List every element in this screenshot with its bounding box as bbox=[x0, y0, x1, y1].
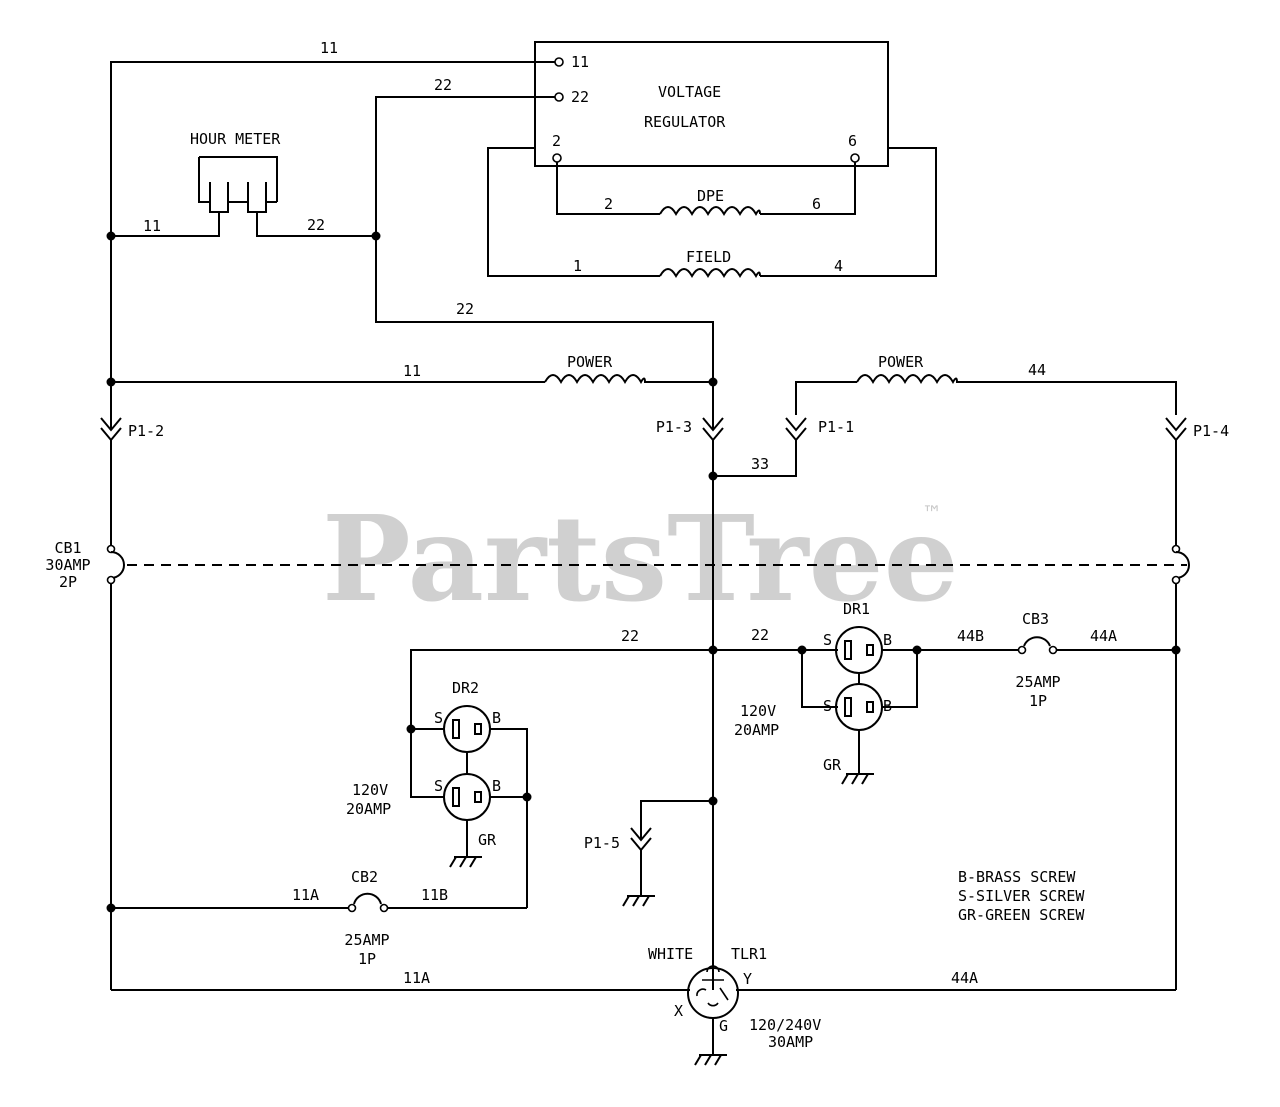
cb3-name: CB3 bbox=[1022, 610, 1049, 628]
field-wire-4-label: 4 bbox=[834, 257, 843, 275]
field-wire-1-label: 1 bbox=[573, 257, 582, 275]
dr1-b-top: B bbox=[883, 631, 892, 649]
dr1-gr: GR bbox=[823, 756, 842, 774]
legend-green: GR-GREEN SCREW bbox=[958, 906, 1085, 924]
connector-p1-1-label: P1-1 bbox=[818, 418, 854, 436]
dr2-name: DR2 bbox=[452, 679, 479, 697]
wire-11b-label: 11B bbox=[421, 886, 448, 904]
legend-brass: B-BRASS SCREW bbox=[958, 868, 1076, 886]
dr2-amp: 20AMP bbox=[346, 800, 391, 818]
wire-11a-bottom-label: 11A bbox=[403, 969, 430, 987]
regulator-terminal-6 bbox=[850, 153, 860, 163]
tlr1-volt: 120/240V bbox=[749, 1016, 821, 1034]
wire-22-dr2-label: 22 bbox=[621, 627, 639, 645]
cb1-rating: 30AMP bbox=[45, 556, 90, 574]
tlr1-amp: 30AMP bbox=[768, 1033, 813, 1051]
connector-p1-5-label: P1-5 bbox=[584, 834, 620, 852]
cb1-poles: 2P bbox=[59, 573, 77, 591]
wire-44-power-label: 44 bbox=[1028, 361, 1046, 379]
receptacle-tlr1: WHITE TLR1 Y X G 120/240V 30AMP bbox=[648, 945, 821, 1066]
wire-44a-bottom-label: 44A bbox=[951, 969, 978, 987]
receptacle-dr1: DR1 S B S B GR 120V 20AMP bbox=[734, 600, 922, 785]
wire-22-top-label: 22 bbox=[434, 76, 452, 94]
connector-p1-2-label: P1-2 bbox=[128, 422, 164, 440]
wire-11a-cb2-label: 11A bbox=[292, 886, 319, 904]
dr1-b-bottom: B bbox=[883, 697, 892, 715]
cb3-rating: 25AMP bbox=[1015, 673, 1060, 691]
receptacle-dr2: DR2 S B S B GR 120V 20AMP bbox=[346, 679, 532, 908]
tlr1-g: G bbox=[719, 1017, 728, 1035]
dpe-winding bbox=[659, 206, 761, 217]
breaker-cb3: CB3 25AMP 1P bbox=[1015, 610, 1060, 710]
regulator-terminal-22-label: 22 bbox=[571, 88, 589, 106]
breaker-cb1: CB1 30AMP 2P bbox=[45, 440, 1190, 990]
regulator-terminal-2 bbox=[552, 153, 562, 163]
wire-11-top-label: 11 bbox=[320, 39, 338, 57]
field-label: FIELD bbox=[686, 248, 731, 266]
screw-legend: B-BRASS SCREW S-SILVER SCREW GR-GREEN SC… bbox=[958, 868, 1085, 924]
dr1-volt: 120V bbox=[740, 702, 776, 720]
wire-44a-cb3-label: 44A bbox=[1090, 627, 1117, 645]
watermark: PartsTree bbox=[322, 489, 959, 628]
dr2-gr: GR bbox=[478, 831, 497, 849]
breaker-cb2: CB2 25AMP 1P bbox=[344, 868, 389, 968]
dr2-s-bottom: S bbox=[434, 777, 443, 795]
connector-p1-1: P1-1 bbox=[785, 417, 854, 442]
tlr1-white: WHITE bbox=[648, 945, 693, 963]
regulator-terminal-2-label: 2 bbox=[552, 132, 561, 150]
dpe-wire-2-label: 2 bbox=[604, 195, 613, 213]
cb2-rating: 25AMP bbox=[344, 931, 389, 949]
legend-silver: S-SILVER SCREW bbox=[958, 887, 1085, 905]
wire-22-dr1-label: 22 bbox=[751, 626, 769, 644]
wire-11-power-label: 11 bbox=[403, 362, 421, 380]
dr2-b-bottom: B bbox=[492, 777, 501, 795]
cb3-poles: 1P bbox=[1029, 692, 1047, 710]
dr1-name: DR1 bbox=[843, 600, 870, 618]
regulator-terminal-11 bbox=[554, 57, 564, 67]
connector-p1-3: P1-3 bbox=[656, 382, 724, 442]
tlr1-name: TLR1 bbox=[731, 945, 767, 963]
dr1-amp: 20AMP bbox=[734, 721, 779, 739]
regulator-title-2: REGULATOR bbox=[644, 113, 726, 131]
voltage-regulator: VOLTAGE REGULATOR 11 22 2 6 bbox=[534, 41, 889, 167]
connector-p1-3-label: P1-3 bbox=[656, 418, 692, 436]
dr2-s-top: S bbox=[434, 709, 443, 727]
power-right-label: POWER bbox=[878, 353, 924, 371]
wire-44b-label: 44B bbox=[957, 627, 984, 645]
connector-p1-4: P1-4 bbox=[1165, 417, 1229, 442]
wire-22-meter-label: 22 bbox=[307, 216, 325, 234]
power-winding-right bbox=[856, 374, 1177, 415]
regulator-terminal-6-label: 6 bbox=[848, 132, 857, 150]
cb1-name: CB1 bbox=[54, 539, 81, 557]
power-left-label: POWER bbox=[567, 353, 613, 371]
regulator-title-1: VOLTAGE bbox=[658, 83, 721, 101]
connector-p1-2: P1-2 bbox=[100, 382, 164, 442]
hour-meter-label: HOUR METER bbox=[190, 130, 281, 148]
regulator-terminal-11-label: 11 bbox=[571, 53, 589, 71]
regulator-terminal-22 bbox=[554, 92, 564, 102]
connector-p1-5: P1-5 bbox=[584, 796, 718, 907]
connector-p1-4-label: P1-4 bbox=[1193, 422, 1229, 440]
dpe-wire-6-label: 6 bbox=[812, 195, 821, 213]
power-winding-left bbox=[544, 374, 713, 385]
dr2-volt: 120V bbox=[352, 781, 388, 799]
field-winding bbox=[659, 268, 761, 279]
dr1-s-bottom: S bbox=[823, 697, 832, 715]
dpe-label: DPE bbox=[697, 187, 724, 205]
dr2-b-top: B bbox=[492, 709, 501, 727]
tlr1-x: X bbox=[674, 1002, 683, 1020]
hour-meter: HOUR METER bbox=[111, 130, 376, 237]
wire-33-label: 33 bbox=[751, 455, 769, 473]
wire-22-mid-label: 22 bbox=[456, 300, 474, 318]
watermark-trademark: ™ bbox=[922, 501, 942, 525]
wire-11-meter-label: 11 bbox=[143, 217, 161, 235]
cb2-poles: 1P bbox=[358, 950, 376, 968]
cb2-name: CB2 bbox=[351, 868, 378, 886]
dr1-s-top: S bbox=[823, 631, 832, 649]
tlr1-y: Y bbox=[743, 970, 752, 988]
